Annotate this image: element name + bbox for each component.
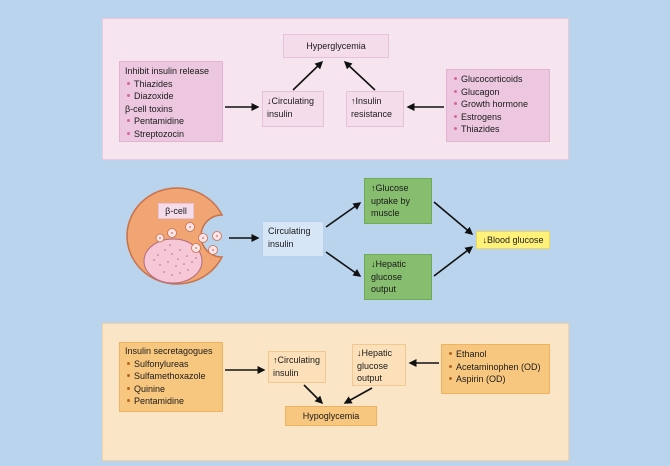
decreased-hepatic-output-box: ↓Hepatic glucose output [352, 344, 406, 386]
beta-cell-toxins-heading: β-cell toxins [125, 103, 173, 114]
insulin-resistance-causes-box: Glucocorticoids Glucagon Growth hormone … [446, 69, 550, 142]
list-item: Ethanol [447, 348, 544, 361]
list-item: Acetaminophen (OD) [447, 361, 544, 374]
list-item: Estrogens [452, 111, 544, 124]
hepatic-glucose-output-box: ↓Hepatic glucose output [364, 254, 432, 300]
list-item: Streptozocin [125, 128, 217, 141]
insulin-secretagogues-box: Insulin secretagogues Sulfonylureas Sulf… [119, 342, 223, 412]
insulin-secretagogues-heading: Insulin secretagogues [125, 346, 213, 356]
list-item: Diazoxide [125, 90, 217, 103]
hypoglycemia-drugs-box: Ethanol Acetaminophen (OD) Aspirin (OD) [441, 344, 550, 394]
inhibit-insulin-heading: Inhibit insulin release [125, 66, 210, 76]
list-item: Thiazides [125, 78, 217, 91]
hyperglycemia-label: Hyperglycemia [306, 41, 366, 51]
arrow [433, 246, 474, 277]
list-item: Glucocorticoids [452, 73, 544, 86]
arrow [433, 201, 474, 235]
circulating-insulin-box: Circulating insulin [262, 221, 324, 257]
hyperglycemia-box: Hyperglycemia [283, 34, 389, 58]
list-item: Thiazides [452, 123, 544, 136]
insulin-resistance-box: ↑Insulin resistance [346, 91, 404, 127]
list-item: Sulfonylureas [125, 358, 217, 371]
beta-cell-label-box: β-cell [158, 203, 194, 219]
list-item: Sulfamethoxazole [125, 370, 217, 383]
list-item: Glucagon [452, 86, 544, 99]
arrow [325, 251, 362, 277]
list-item: Pentamidine [125, 115, 217, 128]
arrow [325, 202, 362, 228]
list-item: Aspirin (OD) [447, 373, 544, 386]
list-item: Quinine [125, 383, 217, 396]
list-item: Growth hormone [452, 98, 544, 111]
insulin-release-inhibitors-box: Inhibit insulin release Thiazides Diazox… [119, 61, 223, 142]
increased-circulating-insulin-box: ↑Circulating insulin [268, 351, 326, 383]
list-item: Pentamidine [125, 395, 217, 408]
blood-glucose-box: ↓Blood glucose [476, 231, 550, 249]
hypoglycemia-box: Hypoglycemia [285, 406, 377, 426]
glucose-uptake-box: ↑Glucose uptake by muscle [364, 178, 432, 224]
decreased-circulating-insulin-box: ↓Circulating insulin [262, 91, 324, 127]
